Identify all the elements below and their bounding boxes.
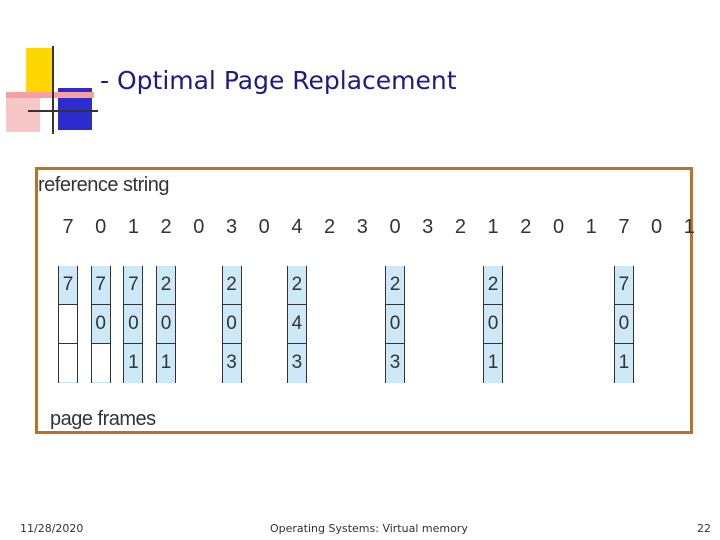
- frame-cell: 0: [487, 313, 499, 334]
- cell-divider: [91, 343, 110, 344]
- frame-column: 2 0 3: [221, 266, 242, 383]
- frame-column: 7: [58, 266, 78, 383]
- frame-cell: [91, 344, 110, 382]
- frame-cell: 4: [291, 313, 303, 334]
- cell-divider: [287, 304, 306, 305]
- cell-divider: [59, 343, 77, 344]
- frame-cell: 2: [291, 274, 303, 295]
- reference-item: 2: [520, 216, 532, 238]
- frame-column: 2 0 1: [483, 266, 504, 383]
- cell-divider: [484, 343, 503, 344]
- footer-title: Operating Systems: Virtual memory: [270, 522, 468, 535]
- cell-divider: [91, 304, 110, 305]
- footer-date: 11/28/2020: [20, 522, 84, 535]
- reference-item: 7: [618, 216, 630, 238]
- reference-item: 0: [193, 216, 205, 238]
- frame-cell: [59, 344, 77, 382]
- reference-item: 2: [454, 216, 466, 238]
- reference-item: 4: [291, 216, 303, 238]
- corner-square-yellow: [26, 48, 54, 94]
- cell-divider: [287, 343, 306, 344]
- frame-cell: 7: [95, 274, 106, 295]
- frame-cell: 1: [160, 352, 172, 373]
- frame-cell: 7: [62, 274, 74, 295]
- reference-item: 1: [585, 216, 597, 238]
- frame-cell: 3: [226, 352, 237, 373]
- corner-line-vertical: [52, 46, 54, 134]
- frame-cell: 2: [226, 274, 237, 295]
- frame-cell: 7: [128, 274, 139, 295]
- frame-cell: [59, 305, 77, 343]
- corner-line-horizontal: [28, 110, 98, 112]
- frame-column: 2 0 3: [385, 266, 405, 383]
- frame-cell: 1: [618, 352, 630, 373]
- frame-cell: 2: [389, 274, 401, 295]
- reference-item: 3: [356, 216, 368, 238]
- reference-string-label: reference string: [38, 174, 169, 196]
- frame-cell: 0: [160, 313, 172, 334]
- reference-item: 3: [225, 216, 238, 238]
- cell-divider: [386, 343, 404, 344]
- frame-cell: 1: [128, 352, 139, 373]
- slide-title: - Optimal Page Replacement: [100, 66, 457, 95]
- frame-cell: 0: [226, 313, 237, 334]
- frame-column: 2 0 1: [156, 266, 177, 383]
- cell-divider: [124, 343, 143, 344]
- frame-cell: 0: [95, 313, 106, 334]
- frame-cell: 3: [389, 352, 401, 373]
- frame-column: 2 4 3: [286, 266, 307, 383]
- reference-item: 2: [324, 216, 336, 238]
- reference-item: 1: [127, 216, 139, 238]
- cell-divider: [386, 304, 404, 305]
- frame-cell: 7: [618, 274, 630, 295]
- reference-item: 1: [487, 216, 499, 238]
- frame-cell: 0: [128, 313, 139, 334]
- reference-item: 0: [258, 216, 270, 238]
- cell-divider: [222, 343, 241, 344]
- cell-divider: [222, 304, 241, 305]
- cell-divider: [614, 343, 633, 344]
- reference-item: 0: [651, 216, 663, 238]
- frame-column: 7 0 1: [613, 266, 634, 383]
- cell-divider: [157, 304, 176, 305]
- cell-divider: [124, 304, 143, 305]
- page-frames-label: page frames: [50, 408, 156, 430]
- reference-item: 0: [95, 216, 107, 238]
- frame-cell: 0: [618, 313, 630, 334]
- corner-stripe-red: [6, 92, 94, 98]
- frame-cell: 2: [487, 274, 499, 295]
- frame-cell: 1: [487, 352, 499, 373]
- reference-item: 1: [683, 216, 695, 238]
- page-number: 22: [697, 522, 711, 535]
- cell-divider: [484, 304, 503, 305]
- frame-cell: 0: [389, 313, 401, 334]
- frame-cell: 3: [291, 352, 303, 373]
- corner-square-pink: [6, 98, 40, 132]
- cell-divider: [59, 304, 77, 305]
- frame-column: 7 0 1: [123, 266, 144, 383]
- reference-item: 0: [389, 216, 401, 238]
- reference-item: 2: [160, 216, 172, 238]
- reference-item: 0: [552, 216, 565, 238]
- cell-divider: [157, 343, 176, 344]
- frame-cell: 2: [160, 274, 172, 295]
- reference-item: 7: [62, 216, 74, 238]
- cell-divider: [614, 304, 633, 305]
- reference-item: 3: [422, 216, 434, 238]
